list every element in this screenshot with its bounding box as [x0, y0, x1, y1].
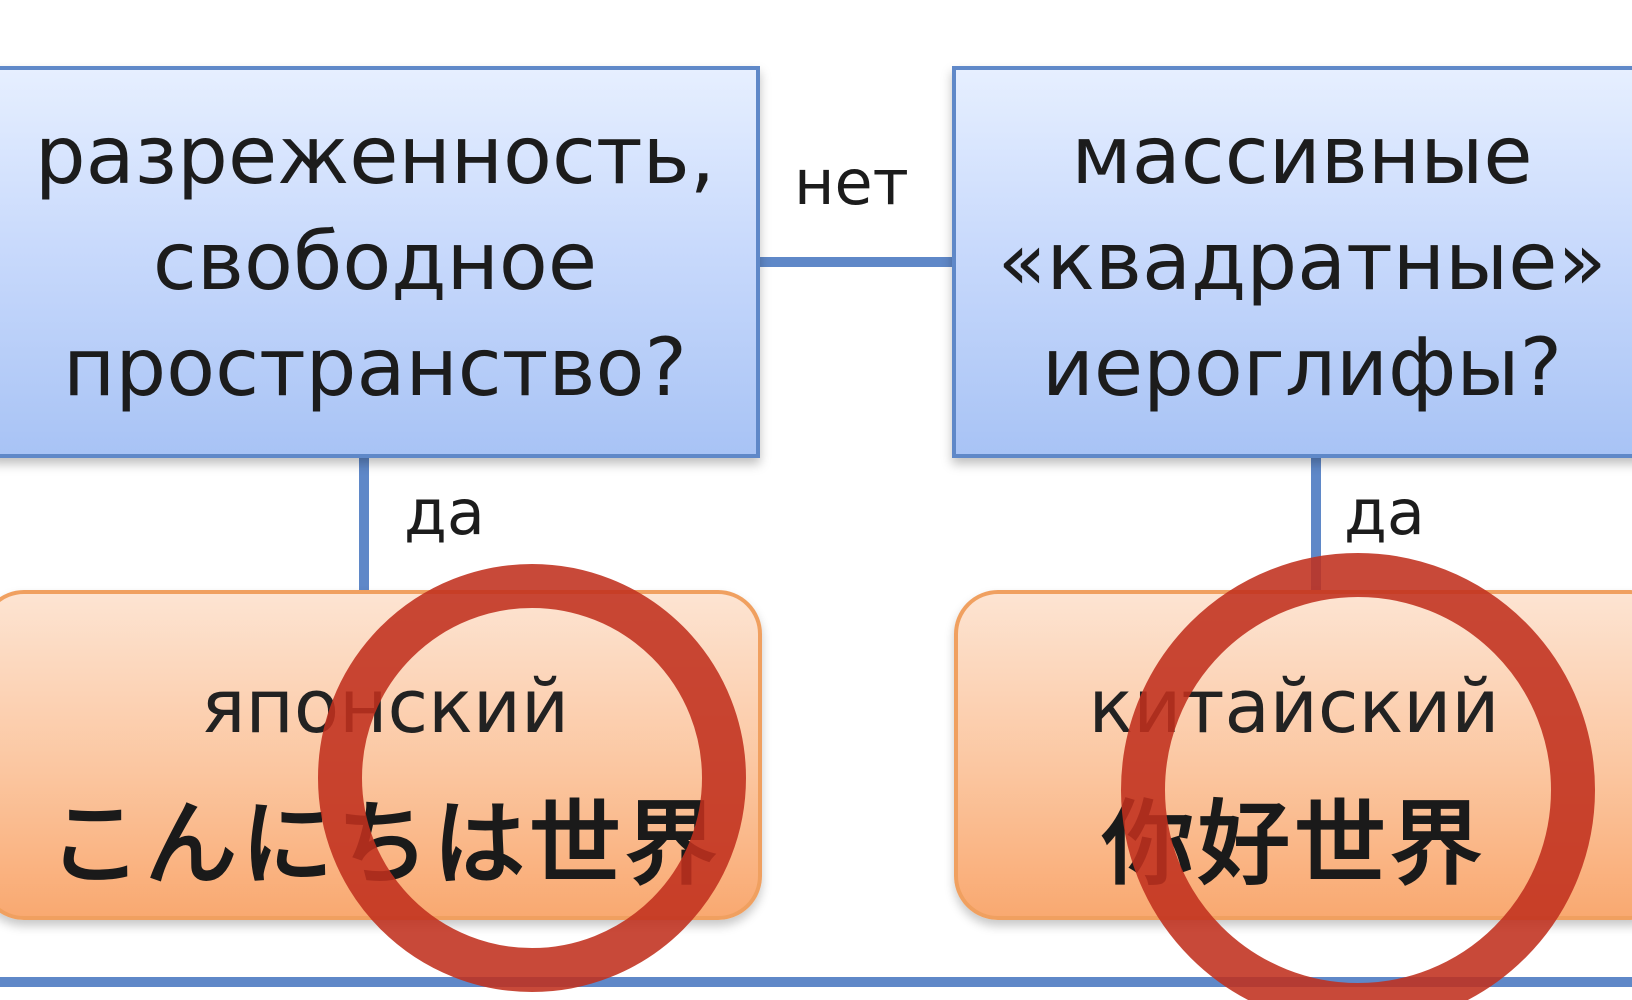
edge-label-yes-right: да	[1344, 476, 1425, 549]
answer-japanese-language: японский	[200, 664, 570, 750]
answer-chinese-language: китайский	[1088, 664, 1500, 750]
question-box-square-glyphs: массивные «квадратные» иероглифы?	[952, 66, 1632, 458]
answer-chinese-sample: 你好世界	[1101, 791, 1486, 898]
question-box-sparseness: разреженность, свободное пространство?	[0, 66, 760, 458]
question-square-glyphs-text: массивные «квадратные» иероглифы?	[997, 109, 1607, 414]
answer-box-chinese: китайский 你好世界	[954, 590, 1632, 920]
answer-japanese-sample: こんにちは世界	[48, 791, 721, 898]
edge-label-no: нет	[794, 146, 909, 219]
answer-box-japanese: японский こんにちは世界	[0, 590, 762, 920]
question-sparseness-text: разреженность, свободное пространство?	[34, 109, 716, 414]
edge-label-yes-left: да	[404, 476, 485, 549]
